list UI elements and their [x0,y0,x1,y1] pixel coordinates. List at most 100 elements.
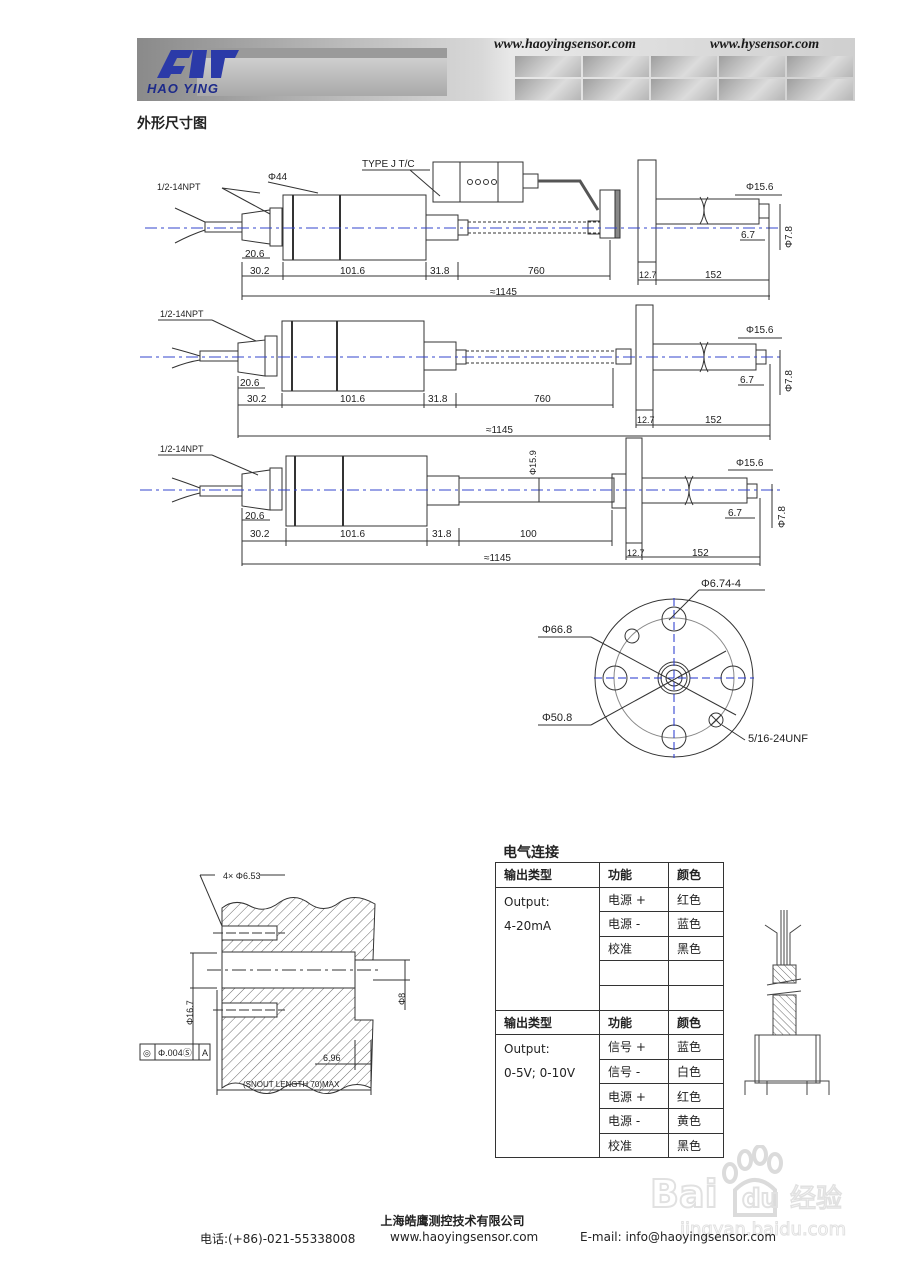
dimension-drawings: 1/2-14NPT Φ44 TYPE J T/C 20.6 30.2 101.6… [140,159,808,758]
svg-text:Φ.004Ⓢ: Φ.004Ⓢ [158,1048,192,1058]
svg-text:jingyan.baidu.com: jingyan.baidu.com [679,1219,846,1240]
svg-text:30.2: 30.2 [250,266,270,277]
svg-text:30.2: 30.2 [250,529,270,540]
function-cell: 校准 [599,1132,669,1159]
svg-text:152: 152 [692,548,709,559]
table-header-row: 输出类型 功能 颜色 [495,1009,724,1036]
function-cell: 信号 - [599,1058,669,1085]
svg-text:12.7: 12.7 [627,548,645,558]
color-cell [668,960,724,986]
function-cell: 电源 - [599,1107,669,1134]
color-cell: 红色 [668,886,724,913]
factory-photo [197,48,447,96]
lab-photos [515,56,853,100]
svg-text:152: 152 [705,415,722,426]
table-row: Output: 0-5V; 0-10V 信号 + 蓝色 [495,1034,724,1159]
svg-text:Φ15.9: Φ15.9 [528,450,538,475]
svg-text:≈1145: ≈1145 [484,553,511,564]
color-cell: 黄色 [668,1107,724,1134]
svg-text:12.7: 12.7 [639,270,657,280]
output-value: 0-5V; 0-10V [504,1066,576,1081]
baidu-watermark: Bai du 经验 jingyan.baidu.com [650,1145,847,1240]
color-cell: 黑色 [668,1132,724,1159]
svg-text:5/16-24UNF: 5/16-24UNF [748,733,808,745]
svg-text:≈1145: ≈1145 [486,425,513,436]
color-cell: 红色 [668,1083,724,1109]
color-cell: 黑色 [668,935,724,962]
electrical-table: 输出类型 功能 颜色 Output: 4-20mA 电源 + 红色 电源 -蓝色… [495,862,724,1159]
svg-text:Φ66.8: Φ66.8 [542,624,572,636]
output-type-voltage: Output: 0-5V; 0-10V [495,1034,600,1159]
svg-text:Φ8: Φ8 [397,993,407,1005]
table-row: 电源 -黄色 [496,1107,724,1134]
svg-text:6.7: 6.7 [728,508,742,519]
header-color: 颜色 [668,1009,724,1036]
svg-text:Φ50.8: Φ50.8 [542,712,572,724]
svg-text:100: 100 [520,529,537,540]
svg-text:≈1145: ≈1145 [490,287,517,298]
footer-company: 上海皓鹰测控技术有限公司 [380,1214,525,1228]
company-logo-icon [157,50,239,78]
svg-text:A: A [202,1048,208,1058]
svg-text:Φ15.6: Φ15.6 [746,182,774,193]
svg-text:6.7: 6.7 [740,375,754,386]
svg-text:经验: 经验 [790,1184,842,1214]
function-cell: 校准 [599,935,669,962]
svg-text:Φ7.8: Φ7.8 [784,370,795,392]
svg-text:(SNOUT LENGTH 70)MAX: (SNOUT LENGTH 70)MAX [243,1080,340,1089]
color-cell: 蓝色 [668,911,724,937]
svg-text:Φ16.7: Φ16.7 [185,1000,195,1025]
svg-text:1/2-14NPT: 1/2-14NPT [160,444,204,454]
footer-phone: 电话:(+86)-021-55338008 [200,1232,356,1246]
table-row: 电源 -蓝色 [496,911,724,937]
output-type-4-20ma: Output: 4-20mA [495,886,600,1011]
svg-text:◎: ◎ [143,1048,151,1058]
website-link-secondary[interactable]: www.hysensor.com [710,38,820,52]
table-row: 校准黑色 [496,935,724,962]
header-color: 颜色 [668,862,724,888]
function-cell: 电源 + [599,886,669,913]
svg-text:Φ15.6: Φ15.6 [736,458,764,469]
function-cell [599,984,669,1011]
header-output-type: 输出类型 [495,1009,600,1036]
svg-text:du: du [742,1184,779,1214]
drawing-2: 1/2-14NPT 20.6 30.2 101.6 31.8 760 ≈1145… [140,304,795,440]
output-label: Output: [504,894,550,909]
function-cell: 电源 - [599,911,669,937]
function-cell: 信号 + [599,1034,669,1060]
svg-text:6.7: 6.7 [741,230,755,241]
svg-text:760: 760 [534,394,551,405]
footer-email[interactable]: E-mail: info@haoyingsensor.com [580,1230,777,1244]
svg-text:31.8: 31.8 [432,529,452,540]
flange-view: Φ6.74-4 Φ66.8 Φ50.8 5/16-24UNF [538,578,808,758]
svg-text:30.2: 30.2 [247,394,267,405]
output-label: Output: [504,1042,550,1057]
table-row: 电源 +红色 [496,1083,724,1109]
svg-text:101.6: 101.6 [340,394,365,405]
svg-text:4× Φ6.53: 4× Φ6.53 [223,871,260,881]
output-value: 4-20mA [504,918,552,933]
website-link-primary[interactable]: www.haoyingsensor.com [494,38,636,52]
drawing-3: 1/2-14NPT 20.6 30.2 101.6 31.8 100 ≈1145… [140,437,788,566]
svg-text:152: 152 [705,270,722,281]
svg-text:Φ7.8: Φ7.8 [777,506,788,528]
footer-website[interactable]: www.haoyingsensor.com [390,1230,539,1244]
svg-text:101.6: 101.6 [340,529,365,540]
svg-text:6.96: 6.96 [323,1053,341,1063]
table-row [496,960,724,986]
svg-text:20.6: 20.6 [240,378,260,389]
snout-section-drawing: 4× Φ6.53 Φ16.7 Φ8 6.96 (SNOUT LENGTH 70)… [139,871,410,1095]
header-function: 功能 [599,862,669,888]
svg-text:Φ6.74-4: Φ6.74-4 [701,578,741,590]
svg-text:1/2-14NPT: 1/2-14NPT [157,182,201,192]
table-row [496,984,724,1011]
table-row: 信号 -白色 [496,1058,724,1085]
color-cell: 蓝色 [668,1034,724,1060]
svg-text:20.6: 20.6 [245,249,265,260]
svg-text:TYPE J T/C: TYPE J T/C [362,159,415,170]
header-banner: HAO YING www.haoyingsensor.com www.hysen… [137,38,855,101]
section-title: 外形尺寸图 [137,116,207,132]
function-cell: 电源 + [599,1083,669,1109]
header-output-type: 输出类型 [495,862,600,888]
svg-text:1/2-14NPT: 1/2-14NPT [160,309,204,319]
